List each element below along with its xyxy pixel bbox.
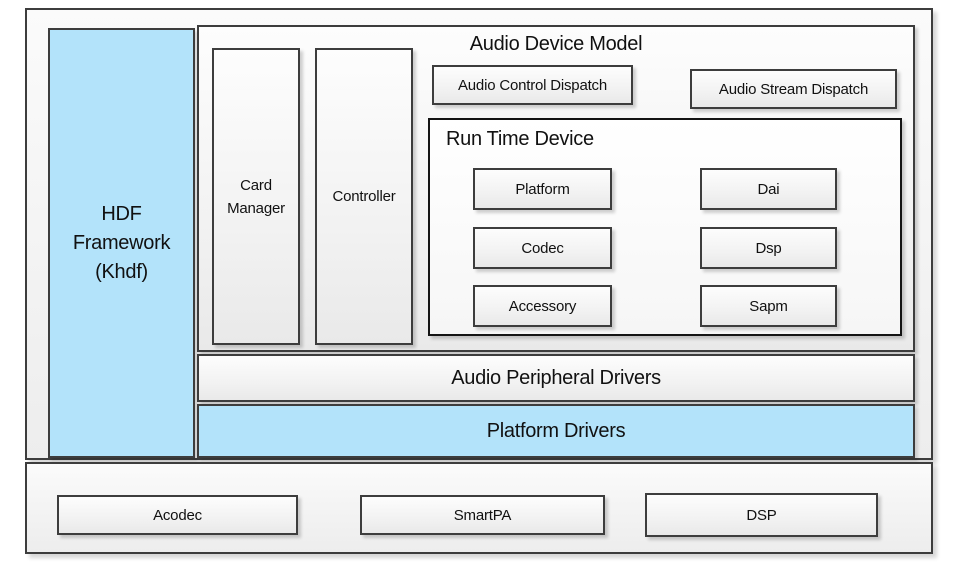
audio-device-model-title: Audio Device Model [469, 33, 643, 55]
dsp-box: Dsp [700, 227, 837, 269]
audio-peripheral-drivers-label: Audio Peripheral Drivers [451, 366, 661, 389]
dsp-chip-label: DSP [746, 506, 777, 524]
audio-control-dispatch-label: Audio Control Dispatch [457, 76, 607, 94]
accessory-label: Accessory [508, 297, 577, 315]
bottom-panel: Acodec SmartPA DSP [25, 462, 933, 554]
audio-peripheral-drivers-bar: Audio Peripheral Drivers [197, 354, 915, 402]
audio-control-dispatch-box: Audio Control Dispatch [432, 65, 633, 105]
sapm-box: Sapm [700, 285, 837, 327]
acodec-box: Acodec [57, 495, 298, 535]
dsp-label: Dsp [755, 239, 782, 257]
controller-box: Controller [315, 48, 413, 345]
codec-label: Codec [521, 239, 564, 257]
audio-stream-dispatch-box: Audio Stream Dispatch [690, 69, 897, 109]
platform-drivers-bar: Platform Drivers [197, 404, 915, 458]
run-time-device-title: Run Time Device [446, 128, 594, 150]
platform-label: Platform [515, 180, 570, 198]
dai-box: Dai [700, 168, 837, 210]
upper-panel: HDF Framework (Khdf) Audio Device Model … [25, 8, 933, 460]
sapm-label: Sapm [749, 297, 788, 315]
codec-box: Codec [473, 227, 612, 269]
platform-drivers-label: Platform Drivers [486, 419, 626, 442]
dai-label: Dai [757, 180, 780, 198]
controller-label: Controller [332, 188, 396, 205]
card-manager-box: Card Manager [212, 48, 300, 345]
hdf-framework-label: HDF Framework (Khdf) [72, 202, 171, 283]
smartpa-label: SmartPA [453, 506, 512, 524]
audio-device-model-box: Audio Device Model Card Manager Controll… [197, 25, 915, 352]
accessory-box: Accessory [473, 285, 612, 327]
hdf-framework-box: HDF Framework (Khdf) [48, 28, 195, 458]
card-manager-label: Card Manager [227, 176, 285, 217]
dsp-chip-box: DSP [645, 493, 878, 537]
audio-stream-dispatch-label: Audio Stream Dispatch [718, 80, 869, 98]
run-time-device-box: Run Time Device Platform Codec Accessory… [428, 118, 902, 336]
smartpa-box: SmartPA [360, 495, 605, 535]
acodec-label: Acodec [153, 506, 202, 524]
platform-box: Platform [473, 168, 612, 210]
